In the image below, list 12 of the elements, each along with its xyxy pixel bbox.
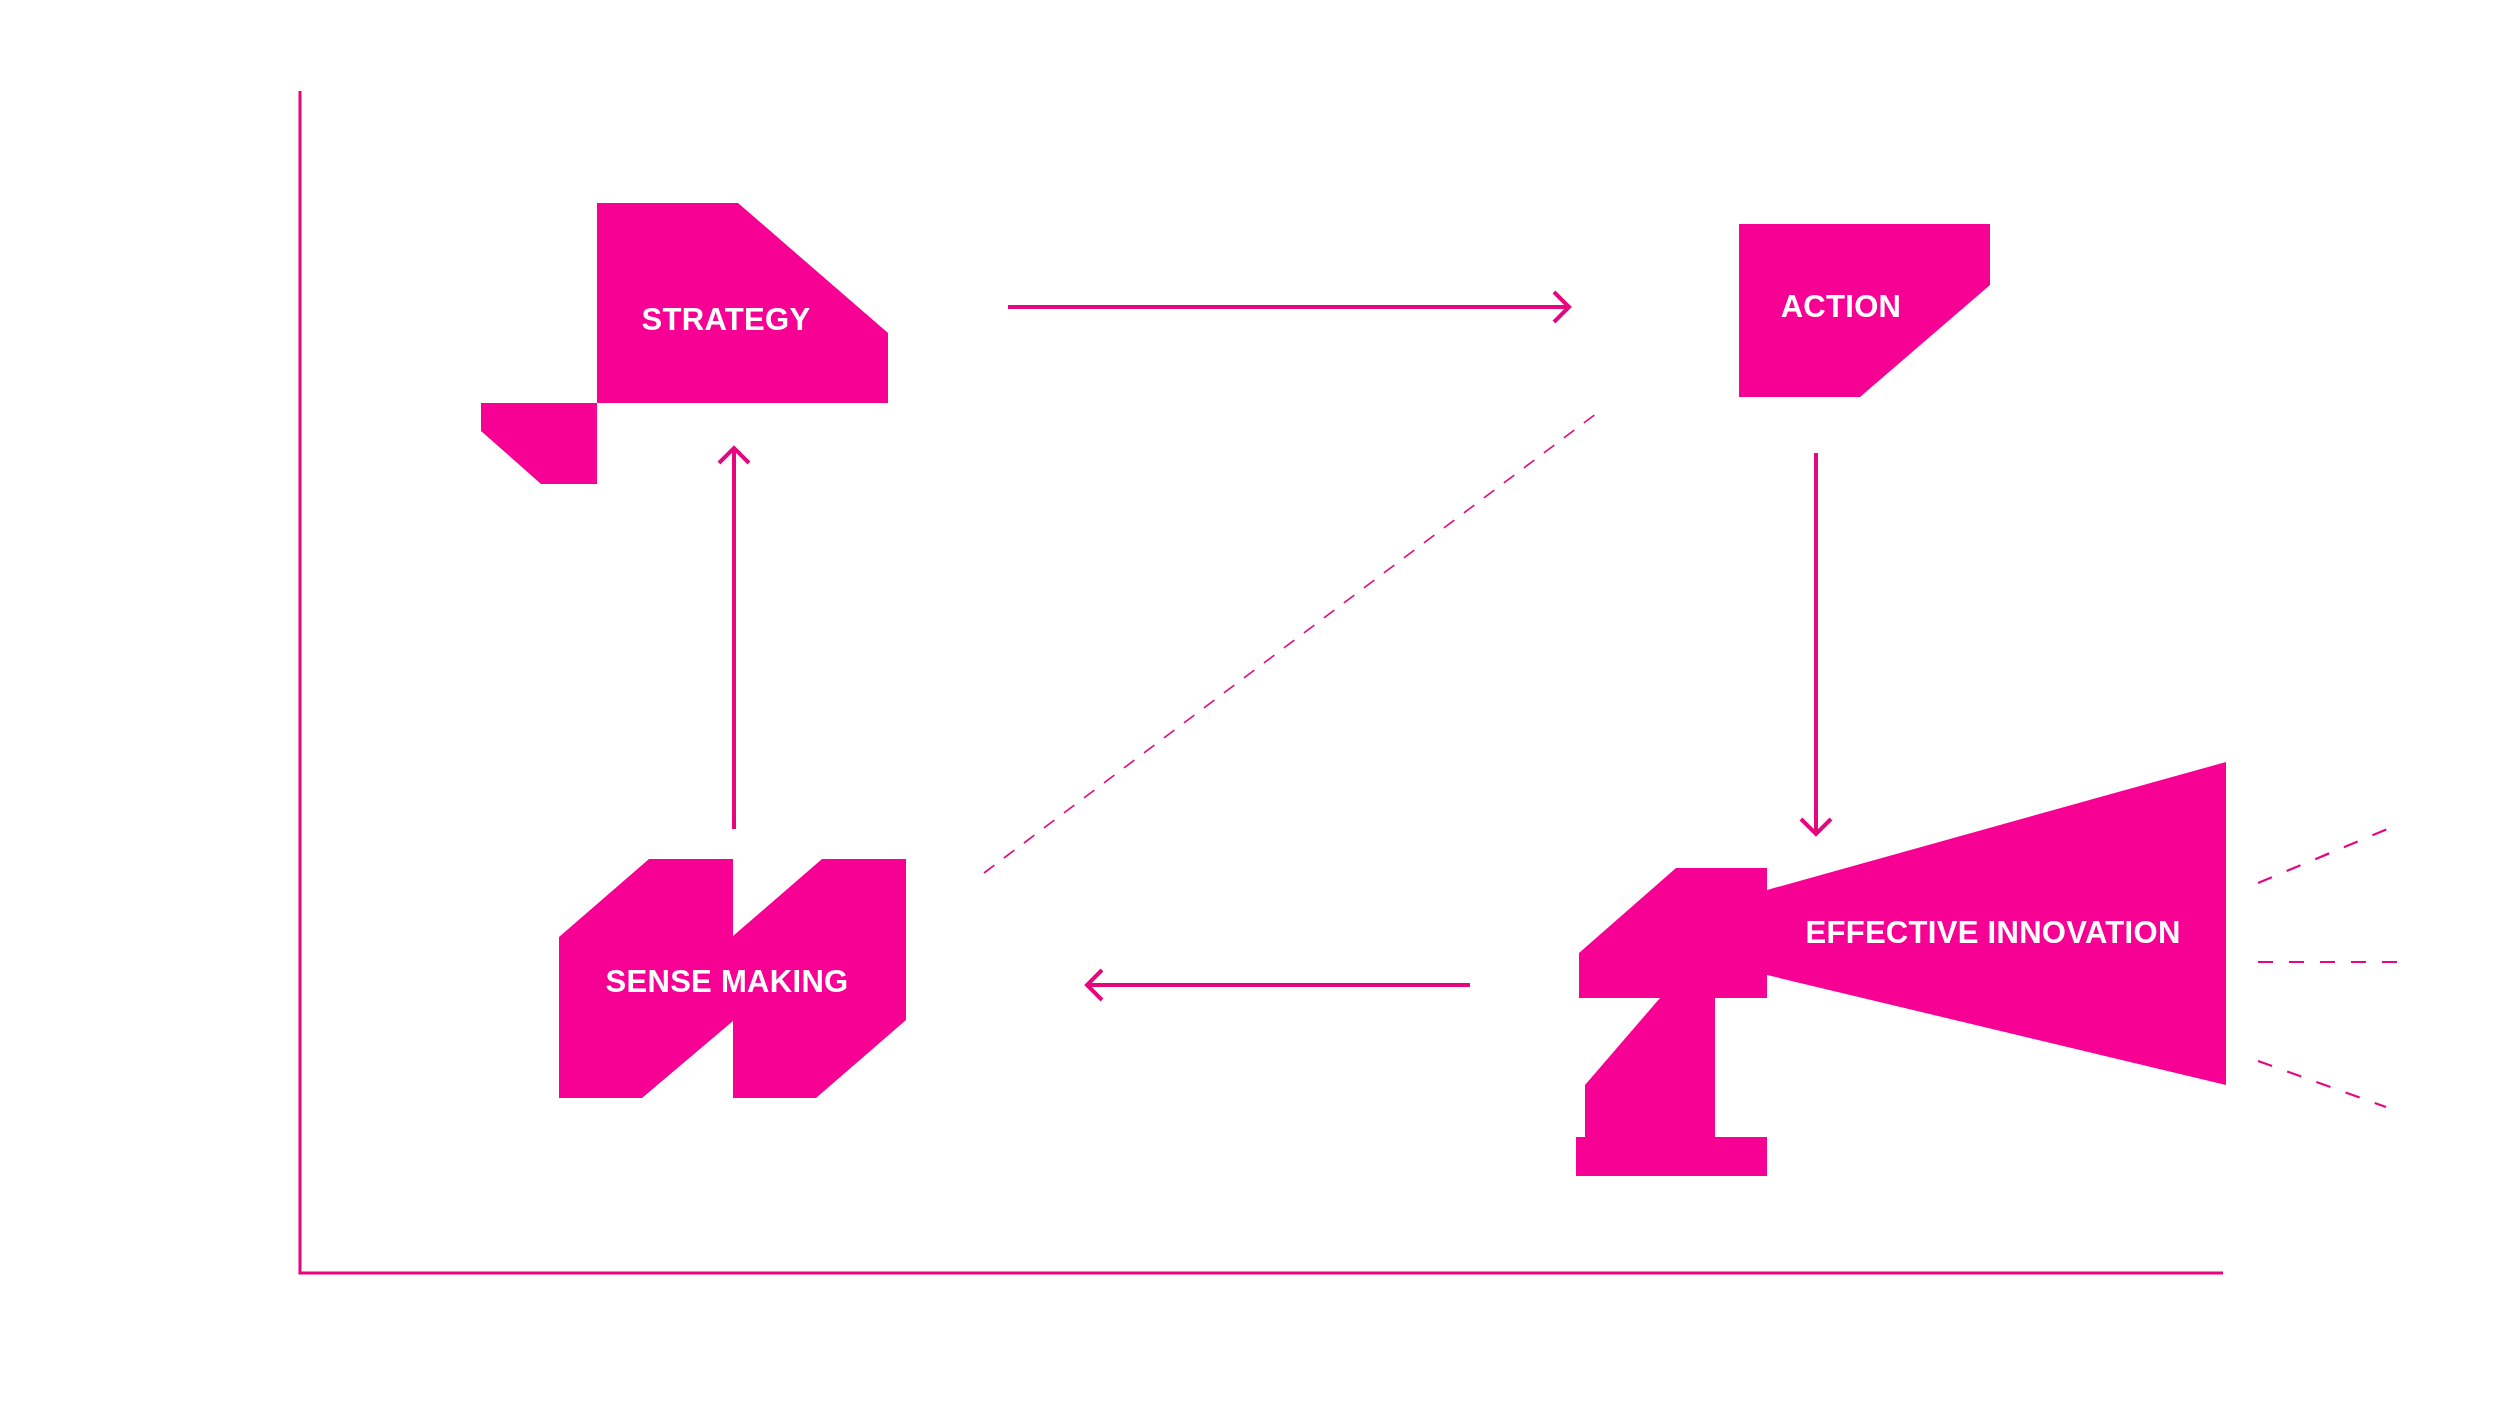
arrow bbox=[717, 446, 751, 829]
arrow bbox=[1799, 453, 1833, 836]
stepped-shape bbox=[481, 203, 888, 484]
notched-shape bbox=[559, 859, 906, 1098]
arrow bbox=[1008, 290, 1571, 324]
megaphone-shape bbox=[1576, 762, 2226, 1176]
node-label: SENSE MAKING bbox=[605, 964, 849, 1000]
cut-corner-shape bbox=[1739, 224, 1990, 397]
arrow bbox=[1085, 968, 1470, 1002]
node-label: ACTION bbox=[1780, 289, 1902, 325]
node-label: EFFECTIVE INNOVATION bbox=[1805, 915, 2181, 951]
node-label: STRATEGY bbox=[641, 302, 811, 338]
